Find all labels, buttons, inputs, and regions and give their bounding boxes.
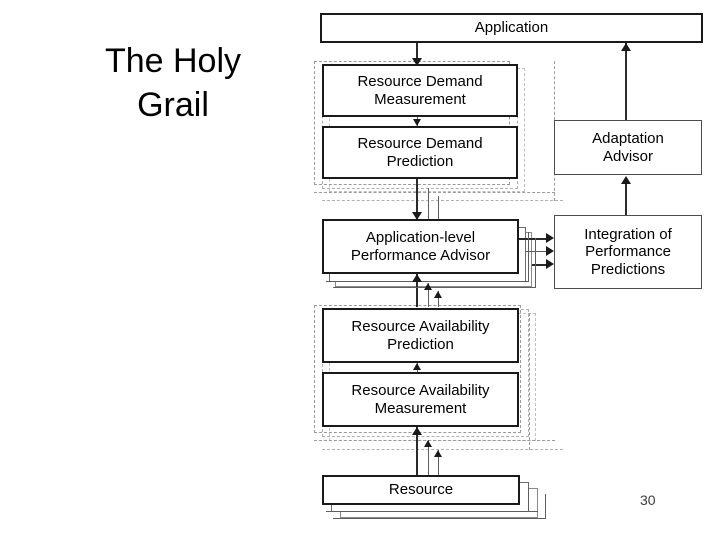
arrowhead-integration-to-adaptation-advisor xyxy=(621,176,631,184)
connector-resource-to-availability-2 xyxy=(428,440,429,475)
apa-return-rail-right-2 xyxy=(535,238,536,288)
arrowhead-apa-to-integration-2 xyxy=(546,246,554,256)
apa-return-rail-1 xyxy=(326,281,529,282)
connector-demand-to-apa-1 xyxy=(416,179,418,219)
page-number: 30 xyxy=(640,492,656,508)
connector-adaptation-advisor-to-application xyxy=(625,43,627,120)
connector-demand-to-apa-3 xyxy=(438,196,439,219)
connector-apa-to-integration-3 xyxy=(532,264,548,266)
resource-return-rail-2 xyxy=(333,518,545,519)
arrowhead-availability-to-apa-2 xyxy=(424,283,432,290)
resource-return-rail-right-1 xyxy=(528,487,529,512)
connector-resource-to-availability-1 xyxy=(416,427,418,475)
connector-availability-to-apa-3 xyxy=(438,291,439,307)
resource-return-rail-1 xyxy=(326,511,538,512)
arrowhead-resource-to-availability-2 xyxy=(424,440,432,447)
resource-return-rail-right-2 xyxy=(545,494,546,519)
connector-resource-to-availability-3 xyxy=(438,450,439,475)
connector-demand-to-apa-2 xyxy=(428,188,429,219)
arrowhead-adaptation-advisor-to-application xyxy=(621,43,631,51)
feedback-route-availability-bottom xyxy=(314,440,555,441)
arrowhead-availability-measurement-to-prediction xyxy=(413,363,421,370)
connector-availability-to-apa-1 xyxy=(416,274,418,307)
arrowhead-apa-to-integration-3 xyxy=(546,259,554,269)
arrowhead-availability-to-apa-3 xyxy=(434,291,442,298)
connector-application-to-demand-measurement xyxy=(416,43,418,63)
slide-title: The Holy Grail xyxy=(104,42,242,124)
node-resource-availability-prediction[interactable]: Resource Availability Prediction xyxy=(322,308,519,363)
node-adaptation-advisor[interactable]: Adaptation Advisor xyxy=(554,120,702,175)
arrowhead-demand-measurement-to-demand-prediction xyxy=(413,119,421,126)
feedback-route-demand-bottom xyxy=(314,192,555,193)
node-resource[interactable]: Resource xyxy=(322,475,520,505)
node-resource-demand-prediction[interactable]: Resource Demand Prediction xyxy=(322,126,518,179)
arrowhead-apa-to-integration-1 xyxy=(546,233,554,243)
apa-return-rail-2 xyxy=(333,287,536,288)
node-integration-of-performance-predictions[interactable]: Integration of Performance Predictions xyxy=(554,215,702,289)
connector-apa-to-integration-2 xyxy=(526,251,548,252)
arrowhead-resource-to-availability-1 xyxy=(412,427,422,435)
apa-return-rail-right-1 xyxy=(528,232,529,282)
node-application-level-performance-advisor[interactable]: Application-level Performance Advisor xyxy=(322,219,519,274)
arrowhead-application-to-demand-measurement xyxy=(412,58,422,66)
feedback-route-availability-bottom-2 xyxy=(322,449,563,450)
connector-integration-to-adaptation-advisor xyxy=(625,178,627,215)
feedback-route-demand-bottom-2 xyxy=(322,200,563,201)
connector-availability-to-apa-2 xyxy=(428,283,429,307)
node-resource-availability-measurement[interactable]: Resource Availability Measurement xyxy=(322,372,519,427)
arrowhead-demand-to-apa-1 xyxy=(412,212,422,220)
node-resource-demand-measurement[interactable]: Resource Demand Measurement xyxy=(322,64,518,117)
arrowhead-availability-to-apa-1 xyxy=(412,274,422,282)
arrowhead-resource-to-availability-3 xyxy=(434,450,442,457)
node-application[interactable]: Application xyxy=(320,13,703,43)
connector-apa-to-integration-1 xyxy=(519,238,548,240)
feedback-route-availability-right xyxy=(529,313,530,450)
